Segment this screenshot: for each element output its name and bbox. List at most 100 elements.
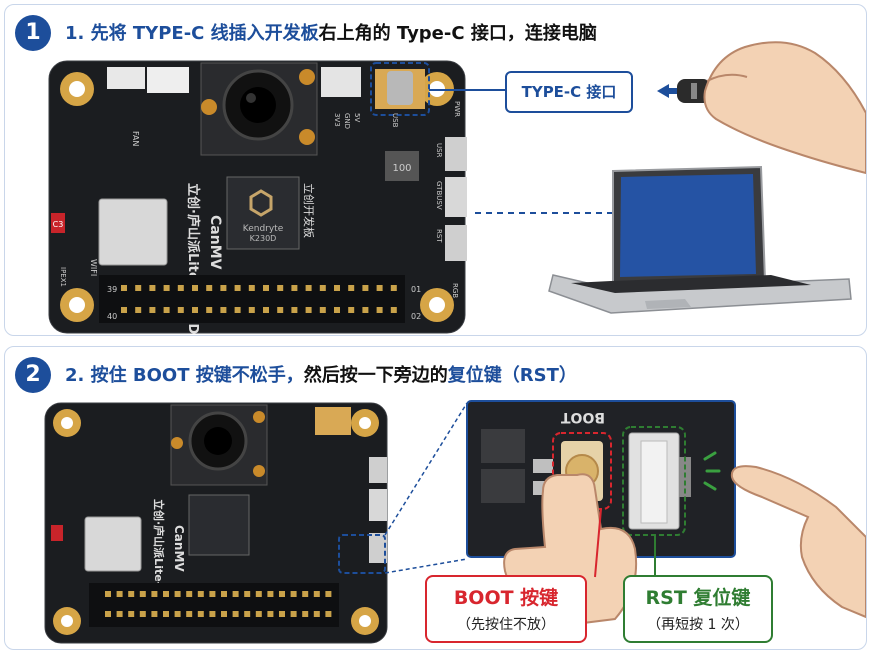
3v3-label: 3V3: [333, 113, 341, 127]
step1-instruction: 1. 先将 TYPE-C 线插入开发板右上角的 Type-C 接口，连接电脑: [65, 19, 597, 45]
gpio-label: GTBUSV: [435, 181, 443, 210]
header-pin: [334, 307, 340, 313]
header-pin: [290, 611, 297, 617]
header-pin: [232, 591, 239, 597]
header-pin: [105, 611, 111, 617]
camera-module: [200, 62, 318, 156]
step1-panel: 1 1. 先将 TYPE-C 线插入开发板右上角的 Type-C 接口，连接电脑: [4, 4, 867, 336]
5v-label: 5V: [353, 113, 361, 122]
header-pin: [319, 285, 326, 291]
header-pin: [177, 285, 184, 291]
header-pin: [121, 285, 127, 291]
header-pin: [325, 611, 332, 617]
c3-tag: [51, 213, 65, 233]
header-pin: [209, 611, 216, 617]
header-pin: [206, 307, 213, 313]
header-pin: [221, 611, 227, 617]
header-pin: [267, 611, 274, 617]
fan-label: FAN: [131, 131, 140, 146]
chip-model-text: K230D: [250, 234, 277, 243]
gnd-label: GND: [343, 113, 351, 129]
header-pin: [139, 591, 146, 597]
header-pin: [277, 307, 284, 313]
header-pin: [186, 591, 193, 597]
header-pin: [362, 285, 369, 291]
zoom-line-bottom: [384, 558, 468, 574]
header-pin: [291, 285, 298, 291]
inductor: [385, 151, 419, 181]
arrow-left-icon: [657, 84, 669, 98]
header-pin: [105, 591, 111, 597]
header-pin: [348, 285, 355, 291]
inductor-text: 100: [392, 163, 411, 174]
header-pin: [305, 285, 312, 291]
mounting-hole: [60, 72, 454, 322]
header-pin: [390, 307, 397, 313]
header-pin: [197, 591, 204, 597]
header-pin: [234, 285, 241, 291]
header-pin: [248, 307, 255, 313]
wifi-module: [98, 198, 168, 266]
header-pin: [206, 285, 213, 291]
boot-button-2: [369, 489, 387, 521]
header-pin: [135, 285, 142, 291]
rst-label: RST: [435, 229, 443, 243]
header-pin: [291, 307, 298, 313]
header-pin: [279, 591, 285, 597]
rst-button-2: [369, 533, 387, 563]
usr-button-2: [369, 457, 387, 483]
header-pin: [313, 611, 320, 617]
zoom-line-top: [384, 402, 468, 536]
boot-button: [445, 177, 467, 217]
header-pin: [255, 611, 262, 617]
hand-pointing-rst-icon: [730, 465, 866, 619]
header-pin: [267, 591, 274, 597]
ipex1-label: IPEX1: [59, 267, 67, 287]
white-connector: [147, 67, 189, 93]
header-pin: [186, 611, 193, 617]
header-pin: [221, 591, 227, 597]
header-pin: [209, 591, 216, 597]
header-pins: [121, 285, 397, 313]
header-pin: [163, 285, 170, 291]
header-pin: [116, 591, 123, 597]
boot-silk-text: BOOT: [561, 409, 605, 425]
header-pin: [334, 285, 340, 291]
boot-callout-line: [594, 508, 602, 578]
header-pin: [232, 611, 239, 617]
header-pin: [302, 591, 309, 597]
header-pin: [290, 591, 297, 597]
brand-text: CanMV: [207, 215, 223, 270]
laptop-icon: [548, 165, 852, 314]
step2-panel: 2 2. 按住 BOOT 按键不松手，然后按一下旁边的复位键（RST） 立创·庐…: [4, 346, 867, 650]
wifi-module-2: [84, 516, 142, 572]
usr-button: [445, 137, 467, 171]
header-pin: [325, 591, 332, 597]
header-pin: [128, 591, 135, 597]
header-pin: [319, 307, 326, 313]
header-pin: [279, 611, 285, 617]
header-pin: [163, 307, 170, 313]
header-pin: [255, 591, 262, 597]
button-zoom-view: BOOT: [466, 400, 736, 558]
header-pin: [151, 591, 158, 597]
boot-label-title: BOOT 按键: [453, 587, 559, 609]
chip-name-text: Kendryte: [243, 224, 284, 234]
header-pin: [121, 307, 127, 313]
hand-with-cable-icon: [677, 41, 866, 175]
step2-instruction: 2. 按住 BOOT 按键不松手，然后按一下旁边的复位键（RST）: [65, 361, 577, 387]
pin-40-label: 40: [107, 312, 117, 321]
header-pin: [376, 307, 383, 313]
pin-02-label: 02: [411, 312, 421, 321]
step1-text-black: 右上角的 Type-C 接口，连接电脑: [318, 23, 597, 44]
pwr-label: PWR: [453, 101, 461, 117]
header-pin: [390, 285, 397, 291]
header-pin: [149, 307, 156, 313]
step1-text-blue: 1. 先将 TYPE-C 线插入开发板: [65, 23, 319, 44]
header-pin: [192, 307, 198, 313]
step1-number-badge: 1: [15, 15, 51, 51]
dev-board-2: 立创·庐山派Lite-K230D CanMV: [44, 402, 388, 644]
header-pin: [244, 611, 251, 617]
c3-tag-2: [51, 525, 63, 541]
pin-01-label: 01: [411, 285, 421, 294]
